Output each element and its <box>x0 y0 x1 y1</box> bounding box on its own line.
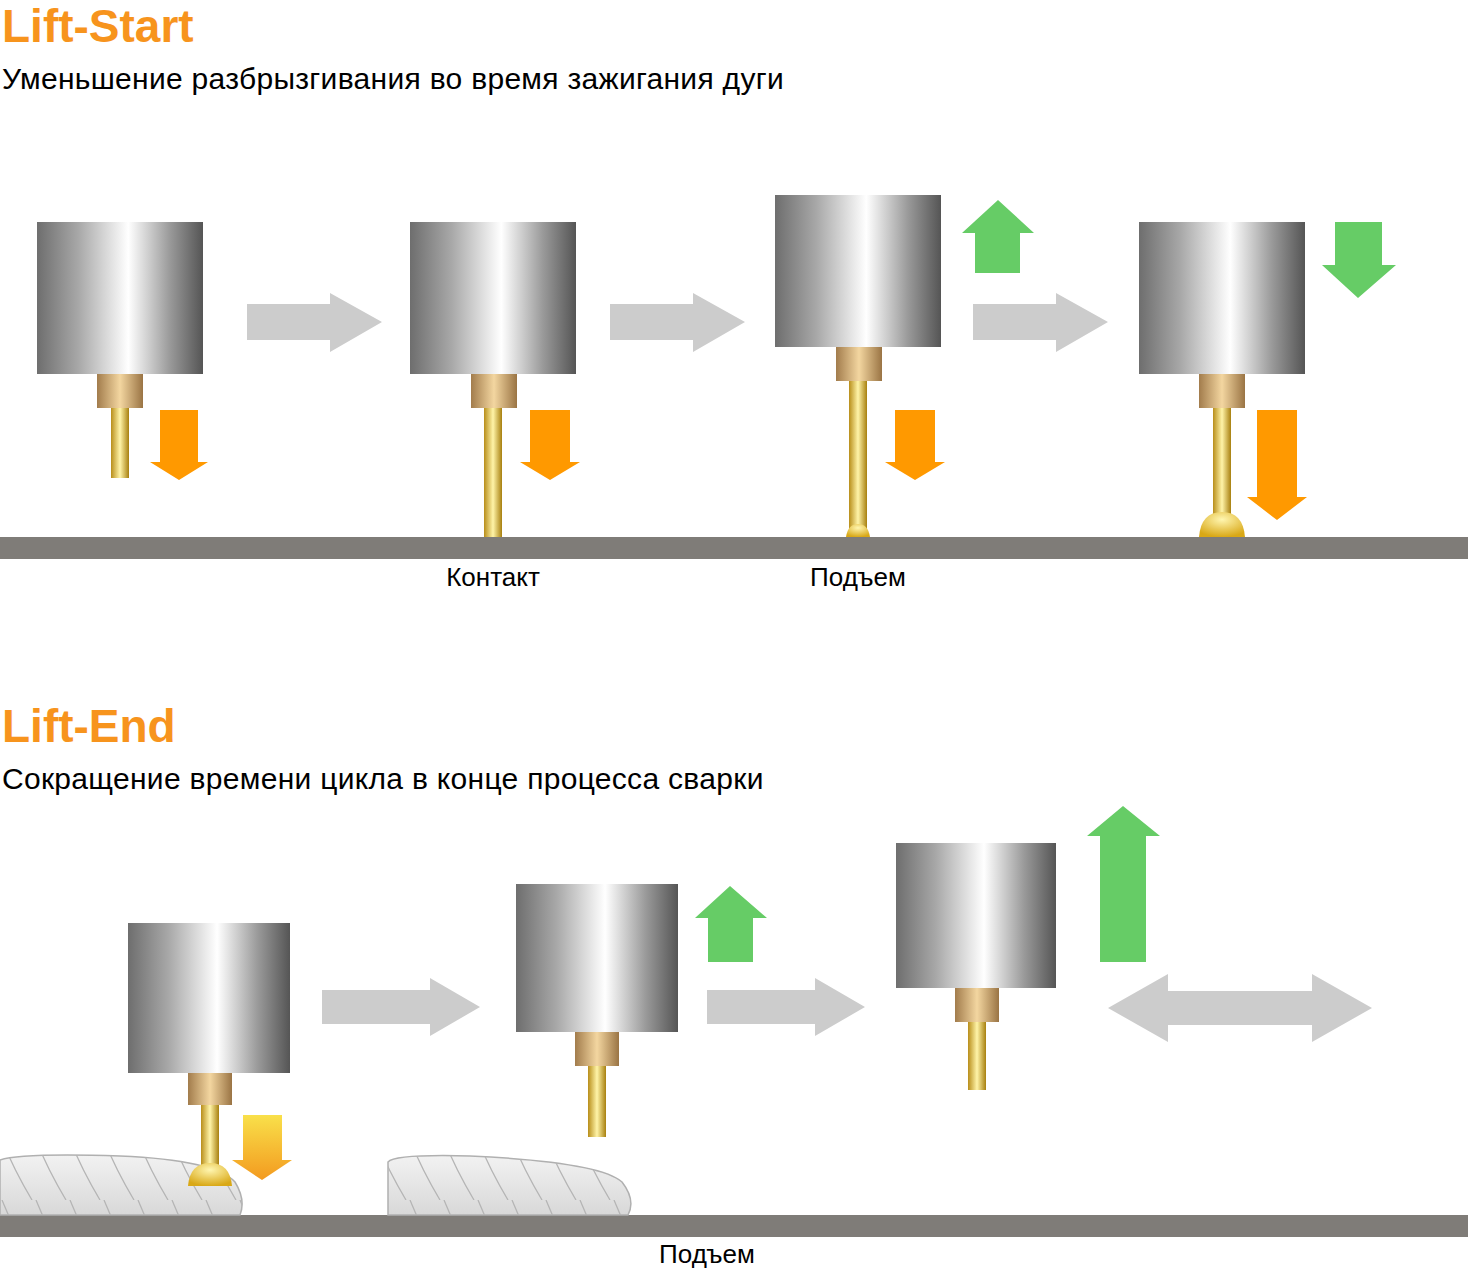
phase-caption: Подъем <box>810 563 906 593</box>
section-heading: Lift-Start <box>2 0 194 53</box>
section-heading: Lift-End <box>2 700 176 753</box>
section-subtitle: Уменьшение разбрызгивания во время зажиг… <box>2 62 784 97</box>
phase-caption: Контакт <box>446 563 540 593</box>
phase-caption: Подъем <box>659 1240 755 1270</box>
section-subtitle: Сокращение времени цикла в конце процесс… <box>2 762 764 797</box>
